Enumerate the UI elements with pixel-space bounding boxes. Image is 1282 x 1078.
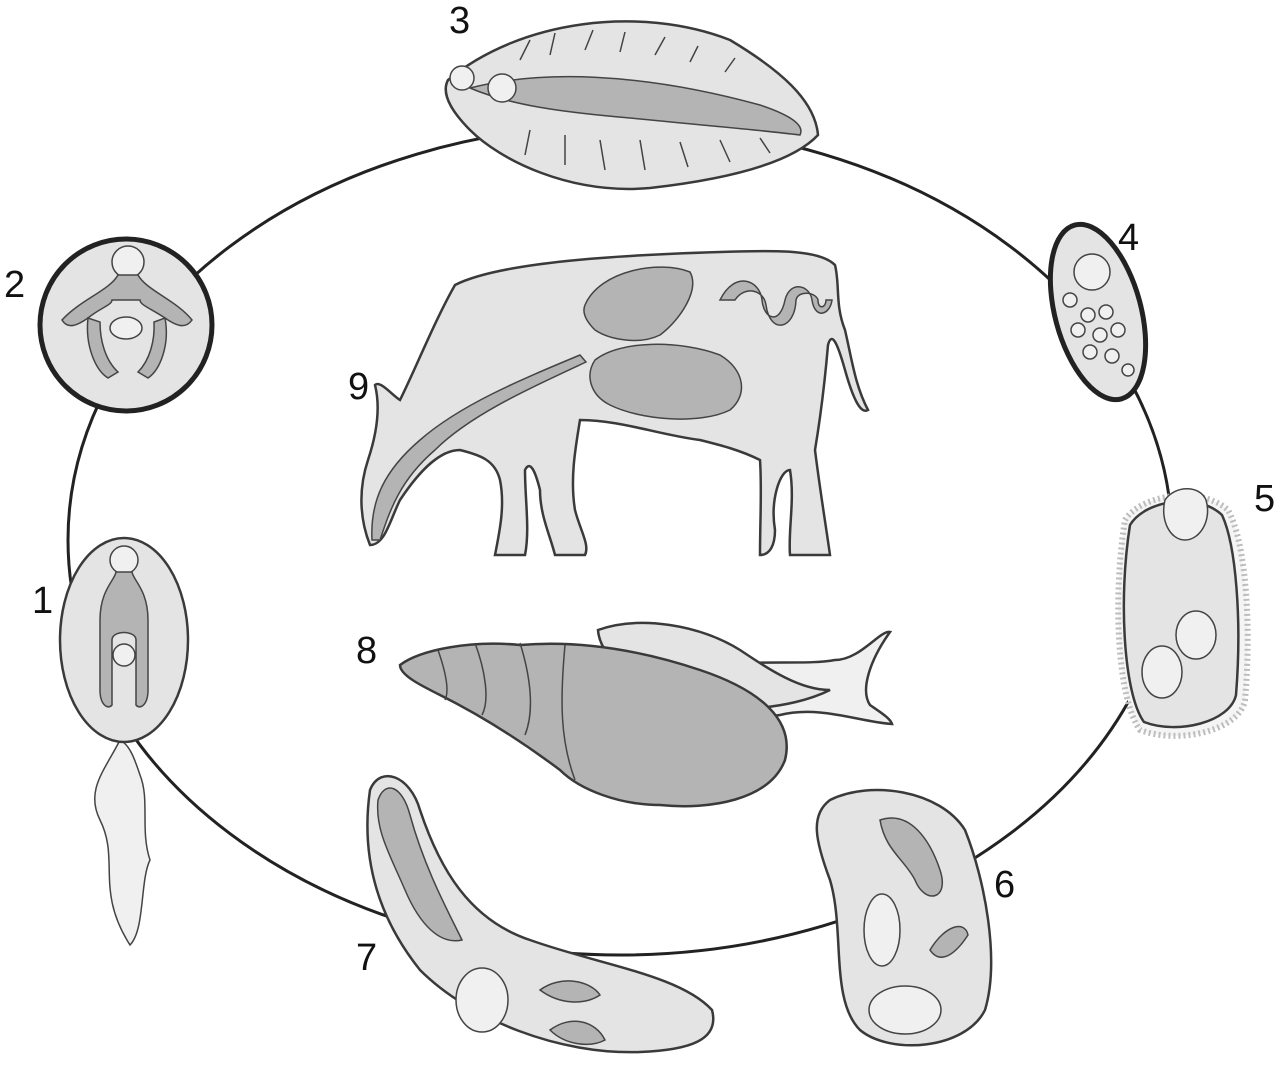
stage-9-cow [360,249,870,557]
stage-6-sporocyst [815,788,993,1047]
stage-7-redia [366,774,715,1054]
stage-label-3: 3 [449,0,470,42]
stage-label-1: 1 [32,580,53,622]
stage-5-miracidium [1115,488,1251,739]
stage-8-snail [398,621,894,808]
stage-2-egg [37,236,215,414]
stage-label-4: 4 [1118,217,1139,259]
stage-4-egg [1047,221,1149,403]
stage-label-7: 7 [356,937,377,979]
stage-3-adult-fluke [444,20,820,191]
stage-label-8: 8 [356,630,377,672]
stage-label-2: 2 [4,264,25,306]
stage-1-hatching-egg [58,536,190,947]
stage-label-9: 9 [348,366,369,408]
cycle-ring [66,123,1174,957]
stage-label-5: 5 [1254,478,1275,520]
stage-label-6: 6 [994,864,1015,906]
